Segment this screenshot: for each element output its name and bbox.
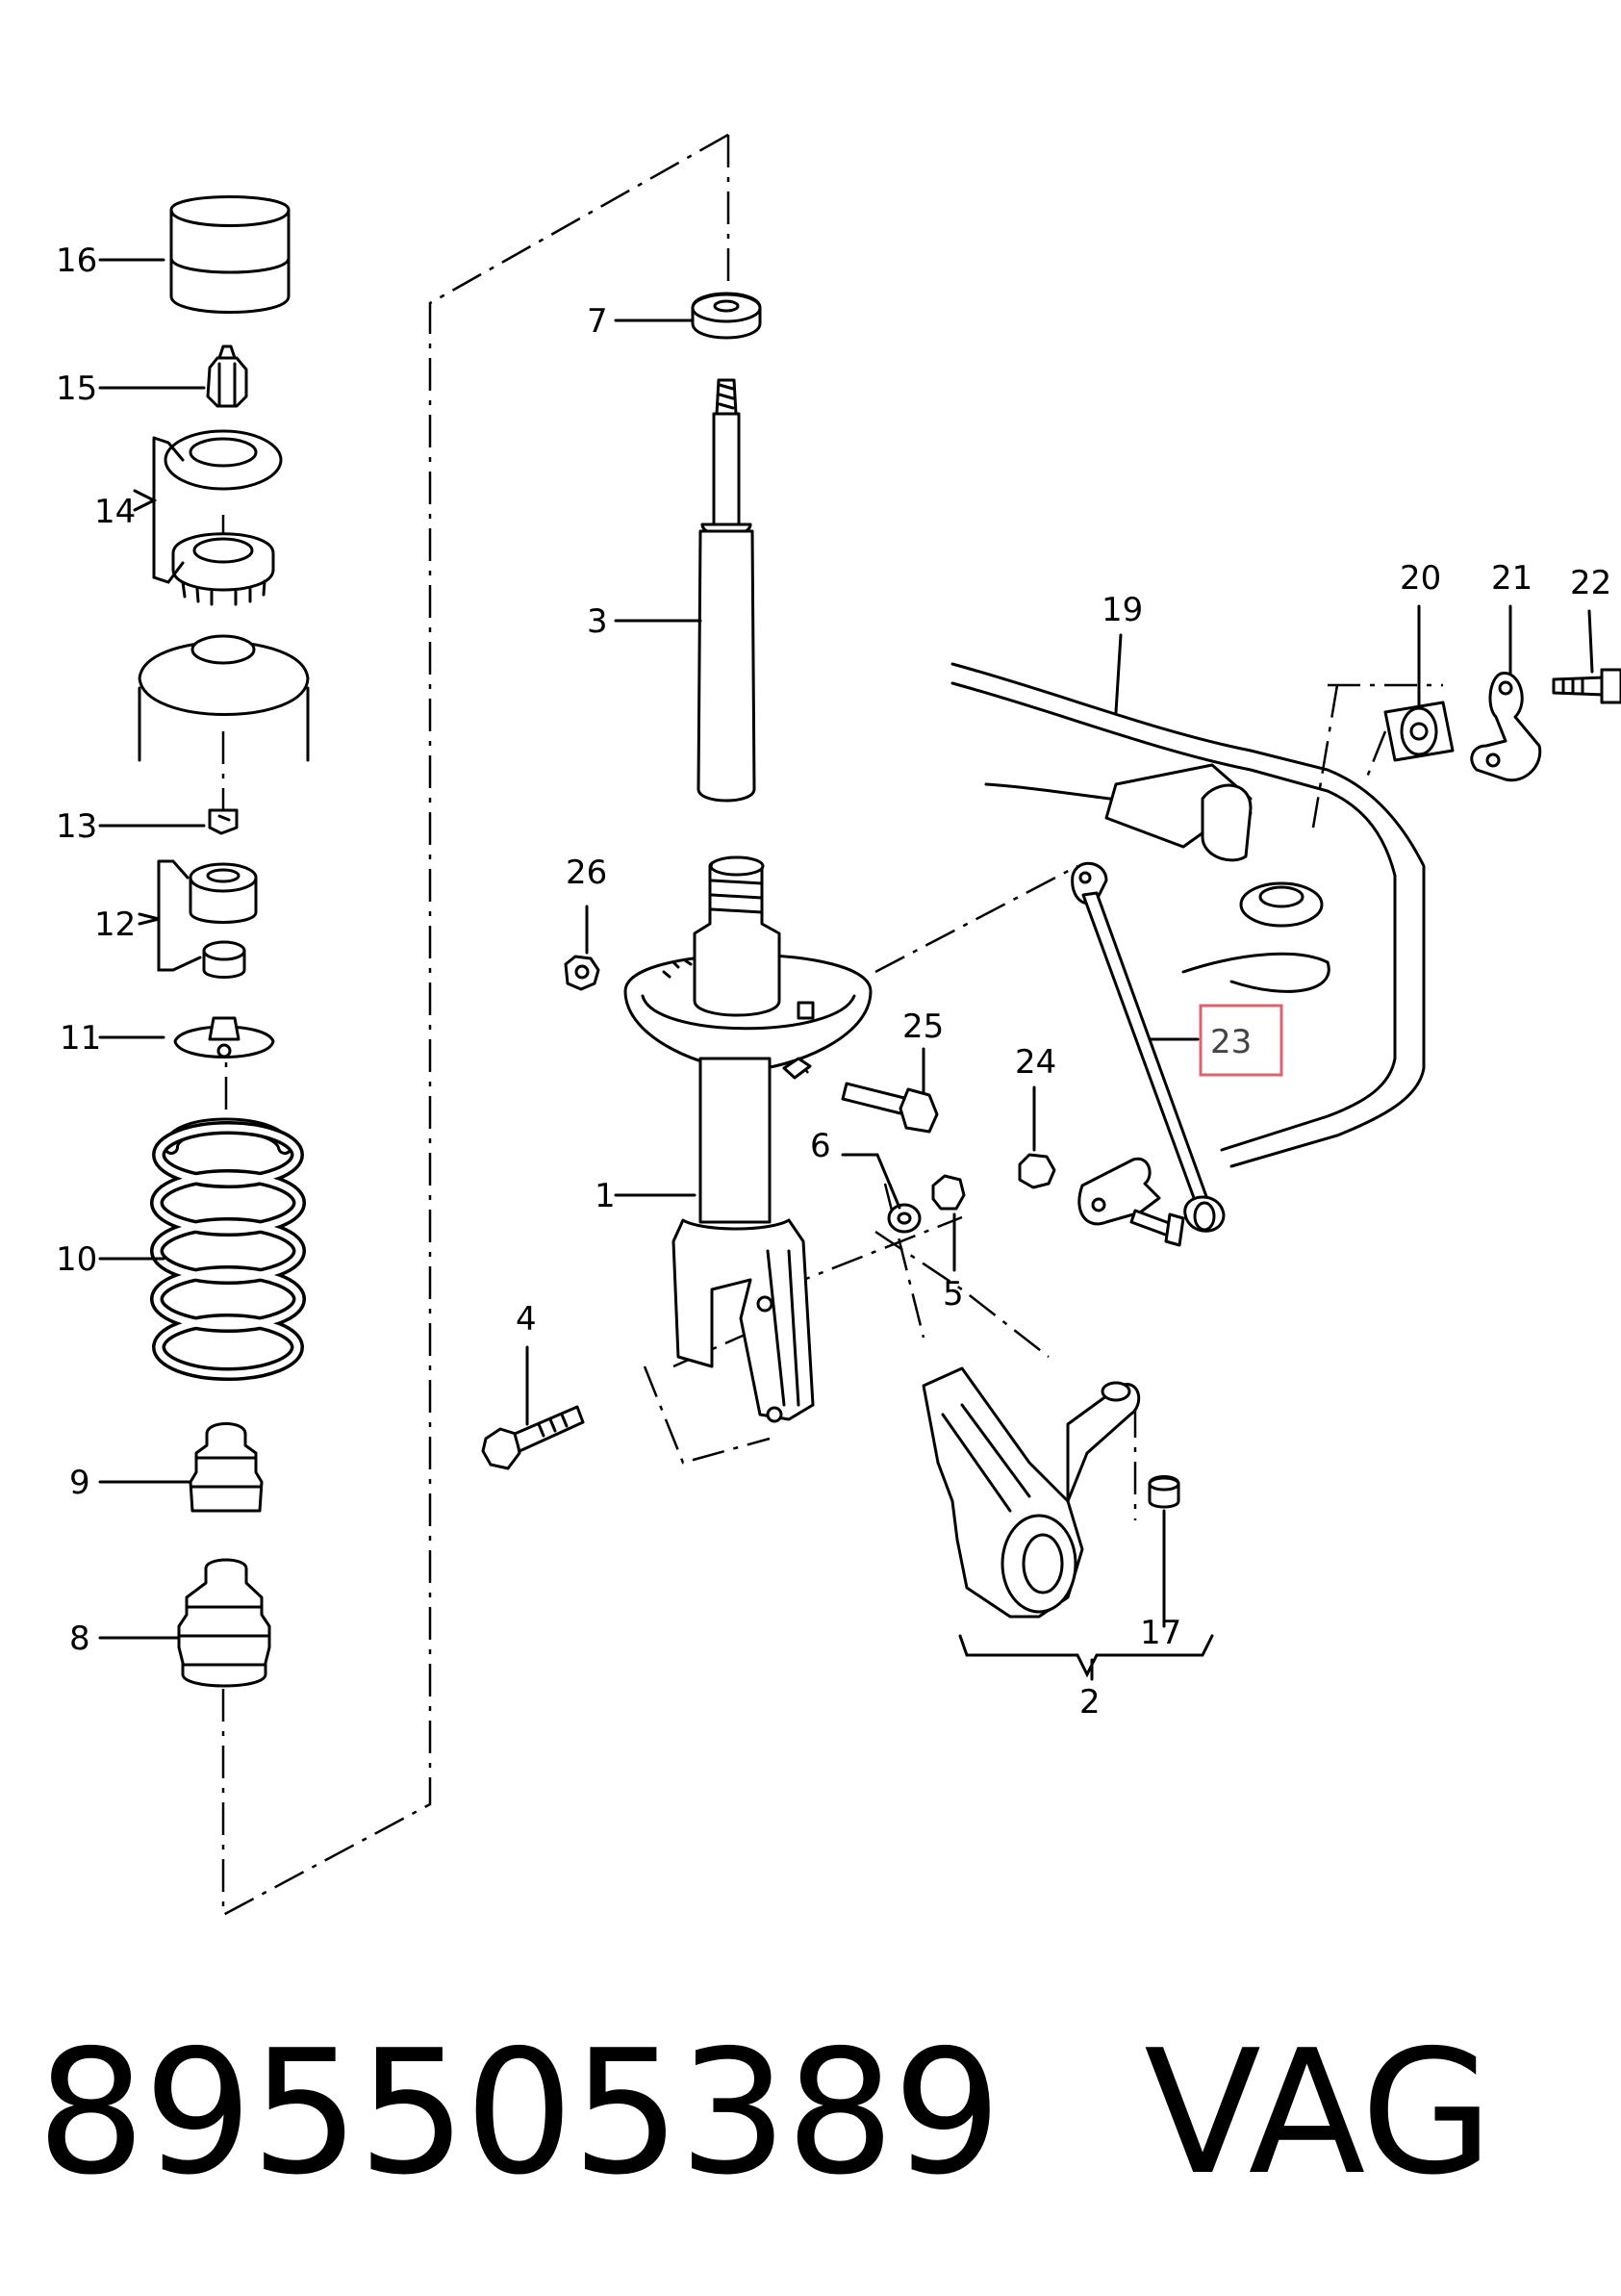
callout-11: 11 bbox=[60, 1019, 101, 1058]
bolt-25-part bbox=[841, 1082, 939, 1134]
bearing-set-part bbox=[164, 429, 283, 606]
callout-8: 8 bbox=[69, 1620, 90, 1658]
strut-washer-part bbox=[691, 292, 762, 340]
bolt-22-part bbox=[1552, 668, 1621, 704]
part-number: 895505389 bbox=[37, 2012, 1001, 2212]
callout-17: 17 bbox=[1140, 1614, 1181, 1652]
stabilizer-bar-part bbox=[950, 662, 1426, 1168]
bump-cap-part bbox=[169, 195, 291, 314]
callout-10: 10 bbox=[56, 1240, 97, 1279]
callout-14: 14 bbox=[94, 493, 136, 531]
callout-19: 19 bbox=[1102, 591, 1143, 629]
clamp-part bbox=[1470, 672, 1542, 782]
callout-3: 3 bbox=[587, 602, 608, 641]
callout-16: 16 bbox=[56, 242, 97, 280]
nut-5-part bbox=[931, 1174, 966, 1211]
callout-5: 5 bbox=[943, 1275, 964, 1314]
callout-22: 22 bbox=[1570, 564, 1611, 602]
callout-2: 2 bbox=[1079, 1683, 1101, 1722]
callout-20: 20 bbox=[1400, 559, 1441, 598]
callout-25: 25 bbox=[902, 1008, 944, 1046]
dust-boot-part bbox=[177, 1558, 271, 1688]
strut-assembly-part bbox=[623, 855, 873, 1423]
nut-part bbox=[206, 344, 248, 408]
stabilizer-rubber-part bbox=[1383, 701, 1455, 762]
wheel-bearing-housing-part bbox=[922, 1366, 1180, 1619]
callout-23[interactable]: 23 bbox=[1210, 1023, 1252, 1061]
washer-6-part bbox=[887, 1203, 922, 1234]
coupling-rod-part[interactable] bbox=[1071, 861, 1226, 1233]
callout-7: 7 bbox=[587, 302, 608, 341]
clip-part bbox=[208, 808, 239, 835]
callout-labels: 16 15 14 13 12 11 10 9 8 7 3 26 1 4 6 5 … bbox=[56, 242, 1611, 1722]
highlight-box bbox=[1199, 1004, 1283, 1077]
callout-4: 4 bbox=[516, 1300, 537, 1339]
brand-name: VAG bbox=[1144, 2012, 1493, 2212]
part-caption: 895505389 VAG bbox=[37, 2002, 1493, 2223]
callout-6: 6 bbox=[810, 1127, 831, 1165]
nut-24-part bbox=[1018, 1153, 1056, 1189]
leader-lines bbox=[98, 258, 1594, 1681]
bush-set-part bbox=[189, 862, 258, 979]
top-mount-part bbox=[173, 1016, 275, 1059]
knuckle-bracket bbox=[958, 1634, 1214, 1678]
callout-24: 24 bbox=[1015, 1043, 1056, 1082]
callout-12: 12 bbox=[94, 906, 136, 944]
shock-absorber-part bbox=[697, 378, 756, 803]
callout-21: 21 bbox=[1491, 559, 1532, 598]
callout-9: 9 bbox=[69, 1464, 90, 1502]
callout-15: 15 bbox=[56, 370, 97, 408]
spring-coils bbox=[150, 1121, 306, 1381]
callout-1: 1 bbox=[595, 1177, 616, 1215]
coil-spring-part bbox=[150, 1117, 306, 1381]
spring-seat-part bbox=[138, 634, 310, 762]
strut-bolt-part bbox=[481, 1405, 585, 1470]
nut-26-part bbox=[564, 955, 600, 991]
bump-stop-part bbox=[189, 1422, 264, 1513]
callout-26: 26 bbox=[566, 854, 607, 892]
link-bracket-part bbox=[1077, 1157, 1185, 1247]
callout-13: 13 bbox=[56, 807, 97, 846]
